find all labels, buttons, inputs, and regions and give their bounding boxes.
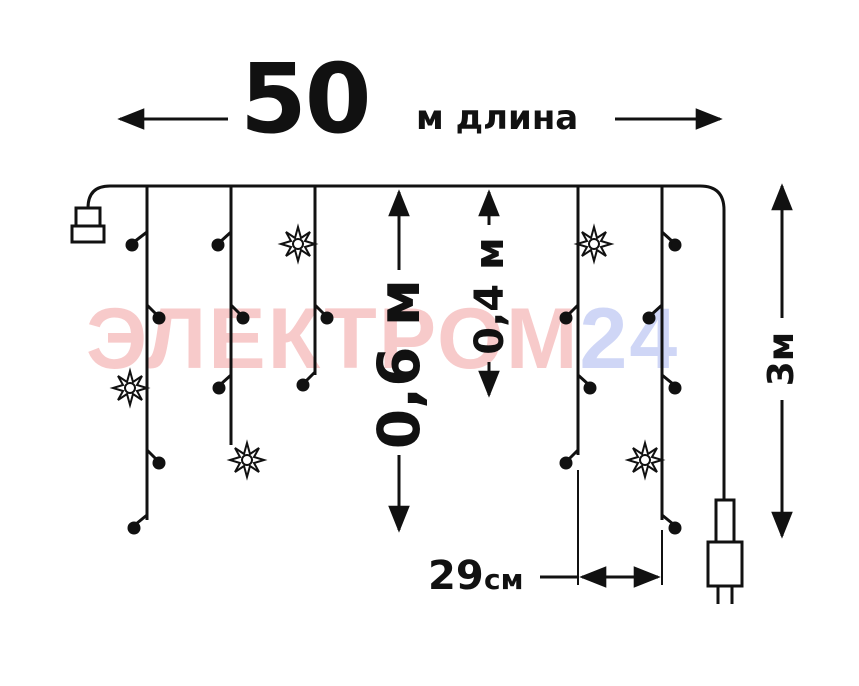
- bulbs: [125, 230, 682, 535]
- drop-short-label: 0,4 м: [467, 237, 513, 355]
- main-cable: [86, 184, 726, 500]
- flash-bulbs: [109, 223, 666, 481]
- lead-length-label: 3м: [761, 331, 802, 387]
- drops: [145, 186, 664, 520]
- length-value: 50: [240, 43, 372, 155]
- spacing-value: 29: [428, 553, 484, 599]
- left-plug-base: [70, 224, 106, 244]
- length-unit: м длина: [416, 98, 579, 138]
- drop-long-label: 0,6 м: [365, 278, 433, 450]
- power-connector: [706, 498, 744, 604]
- left-plug: [74, 206, 102, 228]
- spacing-unit: см: [484, 563, 524, 596]
